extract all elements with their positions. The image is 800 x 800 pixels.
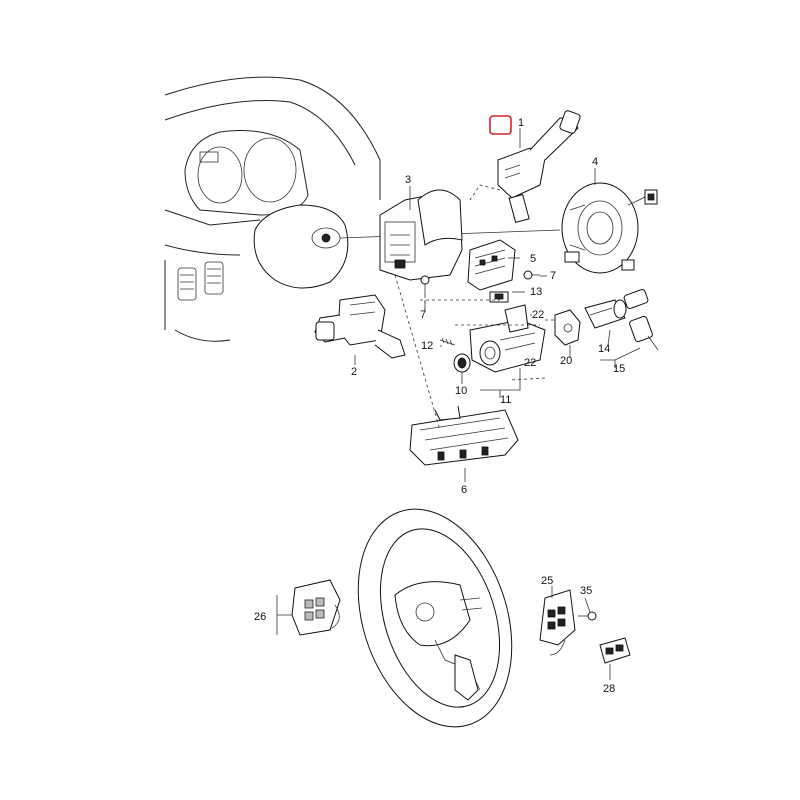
callout-10: 10: [455, 385, 467, 397]
part-14-lock-cylinder: [584, 299, 627, 329]
assembly-dashed-lines: [394, 184, 555, 431]
part-20-bracket: [554, 309, 581, 346]
callout-labels: 1 2 3 4 5 6 7 7 10 11 12 13 14 15 20 22 …: [254, 117, 625, 695]
part-15-key: [623, 289, 659, 351]
callout-3: 3: [405, 174, 411, 186]
callout-4: 4: [592, 156, 598, 168]
part-3-switch-housing: [379, 189, 463, 281]
dashboard-outline: [164, 76, 561, 342]
part-13-connector: [489, 291, 509, 303]
callout-7-left: 7: [420, 309, 426, 321]
part-7-screw-right: [523, 270, 540, 280]
part-1-wiper-stalk-switch: [497, 110, 581, 223]
callout-25: 25: [541, 575, 553, 587]
part-2-indicator-stalk-switch: [314, 294, 406, 359]
callout-20: 20: [560, 355, 572, 367]
part-12-screw: [439, 337, 456, 346]
callout-2: 2: [351, 366, 357, 378]
part-7-screw-left: [420, 275, 430, 296]
part-4-clock-spring: [561, 182, 658, 274]
selected-part-highlight: [489, 115, 512, 135]
callout-1: 1: [518, 117, 524, 129]
part-28-button-block: [599, 637, 631, 664]
part-10-lock-cylinder-cap: [453, 353, 471, 373]
callout-15: 15: [613, 363, 625, 375]
callout-22-upper: 22: [532, 309, 544, 321]
part-25-right-button-module: [539, 589, 576, 656]
callout-5: 5: [530, 253, 536, 265]
callout-26: 26: [254, 611, 266, 623]
callout-14: 14: [598, 343, 610, 355]
leader-lines: [276, 128, 641, 680]
callout-6: 6: [461, 484, 467, 496]
part-6-steering-column-electronics-unit: [409, 405, 519, 466]
callout-35: 35: [580, 585, 592, 597]
callout-28: 28: [603, 683, 615, 695]
part-26-left-button-module: [291, 579, 341, 636]
callout-7-right: 7: [550, 270, 556, 282]
callout-22-lower: 22: [524, 357, 536, 369]
part-35-screw: [578, 611, 597, 621]
callout-11: 11: [500, 394, 511, 406]
part-5-control-module: [467, 239, 516, 291]
steering-wheel: [357, 508, 513, 728]
callout-12: 12: [421, 340, 433, 352]
callout-13: 13: [530, 286, 542, 298]
